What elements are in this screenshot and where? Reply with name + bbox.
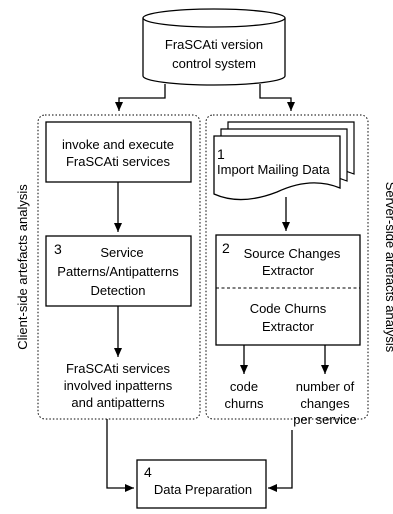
changes-per-service-output: number of changes per service <box>293 379 357 427</box>
invoke-services-box: invoke and execute FraSCAti services <box>45 121 192 183</box>
client-output-line-3: and antipatterns <box>71 395 165 410</box>
invoke-line-1: invoke and execute <box>62 137 174 152</box>
client-side-label: Client-side artefacts analysis <box>15 184 30 350</box>
prep-label: Data Preparation <box>154 482 252 497</box>
version-control-cylinder: FraSCAti version control system <box>142 8 286 86</box>
extractor-box: 2 Source Changes Extractor Code Churns E… <box>215 234 361 346</box>
patterns-step-number: 3 <box>54 241 62 257</box>
invoke-line-2: FraSCAti services <box>66 154 171 169</box>
patterns-detection-box: 3 Service Patterns/Antipatterns Detectio… <box>45 235 192 307</box>
mailing-label: Import Mailing Data <box>217 162 330 177</box>
client-output-text: FraSCAti services involved inpatterns an… <box>64 361 173 410</box>
patterns-line-1: Service <box>100 245 143 260</box>
source-changes-line-2: Extractor <box>262 263 315 278</box>
code-churns-line-2: Extractor <box>262 319 315 334</box>
server-side-label: Server-side artefacts analysis <box>383 182 393 353</box>
prep-step-number: 4 <box>144 464 152 480</box>
changes-line-2: changes <box>300 396 350 411</box>
data-preparation-box: 4 Data Preparation <box>136 459 267 509</box>
churns-line-2: churns <box>224 396 264 411</box>
patterns-line-2: Patterns/Antipatterns <box>57 264 179 279</box>
client-side-group <box>37 114 201 420</box>
changes-line-1: number of <box>296 379 355 394</box>
extractor-step-number: 2 <box>222 240 230 256</box>
code-churns-output: code churns <box>224 379 264 411</box>
data-prep-arrows <box>106 419 293 492</box>
churns-line-1: code <box>230 379 258 394</box>
mailing-data-documents: 1 Import Mailing Data <box>213 121 355 201</box>
server-side-group <box>205 114 369 420</box>
source-changes-line-1: Source Changes <box>244 246 341 261</box>
repository-line-2: control system <box>172 56 256 71</box>
repository-line-1: FraSCAti version <box>165 37 263 52</box>
changes-line-3: per service <box>293 412 357 427</box>
client-output-line-2: involved inpatterns <box>64 378 173 393</box>
client-output-line-1: FraSCAti services <box>66 361 171 376</box>
mailing-step-number: 1 <box>217 146 225 162</box>
patterns-line-3: Detection <box>91 283 146 298</box>
repository-arrows <box>115 84 295 111</box>
code-churns-line-1: Code Churns <box>250 301 327 316</box>
